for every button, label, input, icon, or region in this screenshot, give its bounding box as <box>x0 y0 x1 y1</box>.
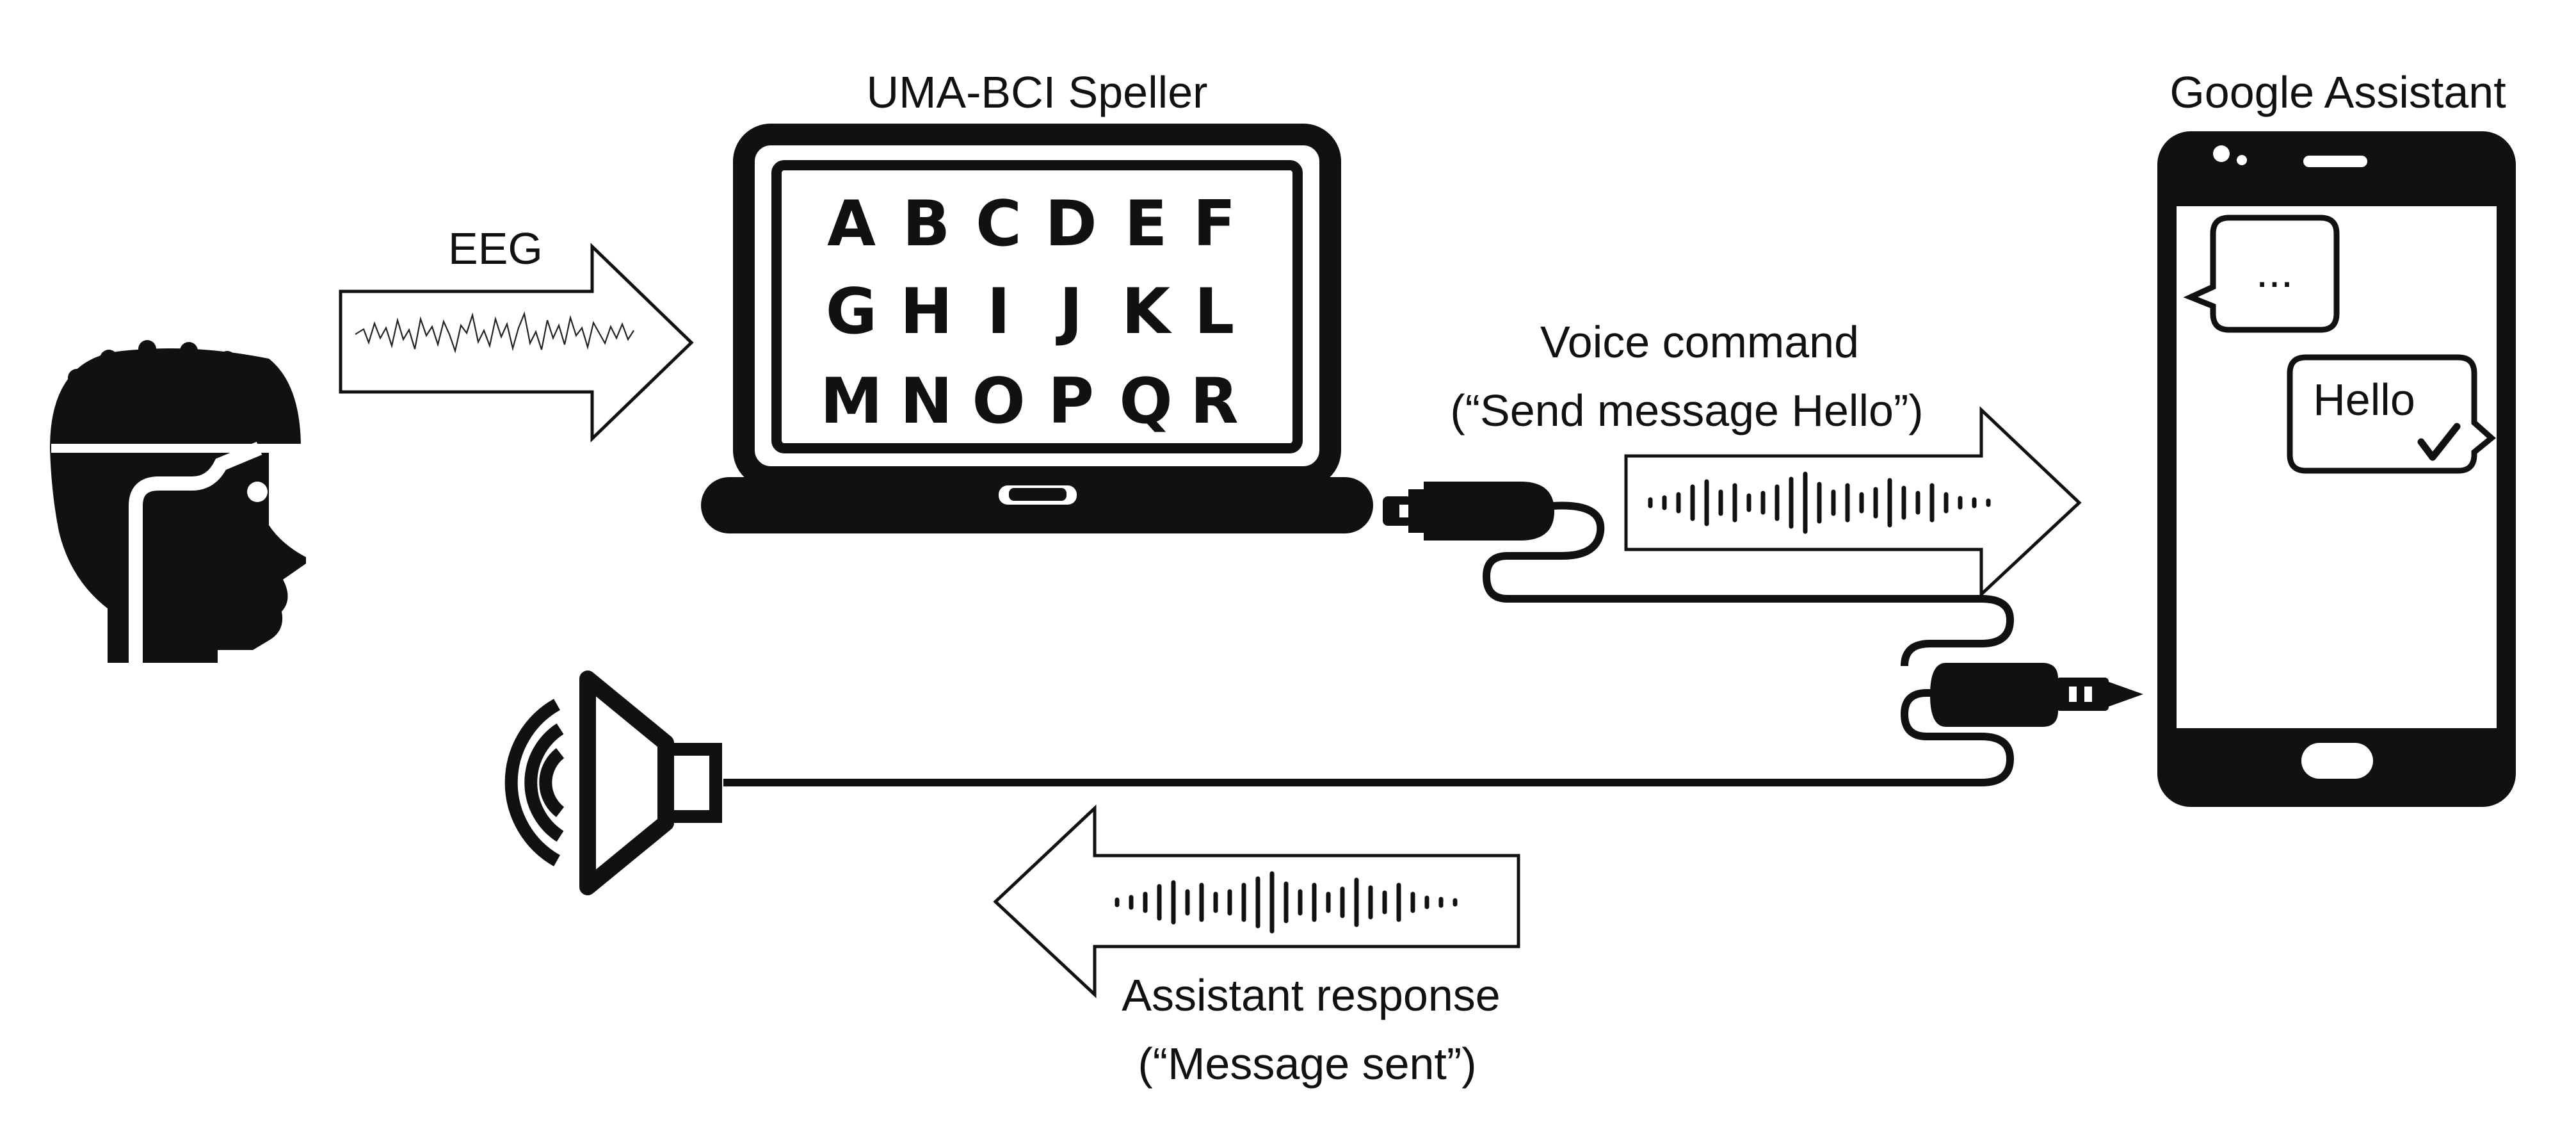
outgoing-bubble-text: Hello <box>2313 375 2415 425</box>
speller-cell: G <box>826 275 877 348</box>
speller-cell: C <box>976 188 1022 261</box>
incoming-bubble-text: ... <box>2256 247 2293 297</box>
speaker-icon <box>504 671 722 895</box>
speller-cell: R <box>1190 365 1238 438</box>
audio-jack-icon <box>1383 482 1554 541</box>
audio-cable-laptop <box>1482 501 2015 667</box>
speller-cell: E <box>1125 188 1168 261</box>
assistant-response-arrow: Assistant response (“Message sent”) <box>993 804 1520 1089</box>
eeg-cap-head-icon <box>50 340 306 663</box>
speller-cell: P <box>1048 365 1094 438</box>
speller-cell: I <box>987 275 1010 348</box>
speller-cell: J <box>1056 275 1083 348</box>
speller-cell: N <box>900 365 953 438</box>
incoming-bubble: ... <box>2183 215 2340 333</box>
outgoing-bubble: Hello <box>2287 354 2496 474</box>
voice-command-label: Voice command <box>1540 317 1859 367</box>
speller-title: UMA-BCI Speller <box>867 67 1208 117</box>
speller-cell: L <box>1195 275 1234 348</box>
speller-cell: Q <box>1119 365 1172 438</box>
speller-cell: H <box>900 275 953 348</box>
laptop-icon <box>701 124 1373 533</box>
eeg-arrow: EEG <box>339 224 694 443</box>
speller-cell: F <box>1193 188 1236 261</box>
speller-cell: K <box>1122 275 1172 348</box>
speller-cell: O <box>972 365 1025 438</box>
response-waveform <box>1115 871 1458 934</box>
audio-cable-phone <box>723 689 2015 786</box>
speller-cell: M <box>820 365 883 438</box>
speller-grid: A B C D E F G H I J K L M N O P Q R <box>820 188 1239 438</box>
speller-cell: D <box>1045 188 1097 261</box>
speller-cell: B <box>903 188 951 261</box>
checkmark-icon <box>2417 423 2461 461</box>
voice-waveform <box>1648 471 1991 534</box>
audio-jack-icon <box>1930 663 2143 727</box>
voice-command-example: (“Send message Hello”) <box>1450 386 1923 435</box>
speller-cell: A <box>827 188 876 261</box>
assistant-response-example: (“Message sent”) <box>1138 1039 1476 1089</box>
voice-command-arrow: Voice command (“Send message Hello”) <box>1450 317 2082 598</box>
eeg-label: EEG <box>448 224 543 273</box>
assistant-response-label: Assistant response <box>1122 970 1500 1020</box>
eeg-waveform <box>355 311 634 354</box>
assistant-title: Google Assistant <box>2169 67 2506 117</box>
